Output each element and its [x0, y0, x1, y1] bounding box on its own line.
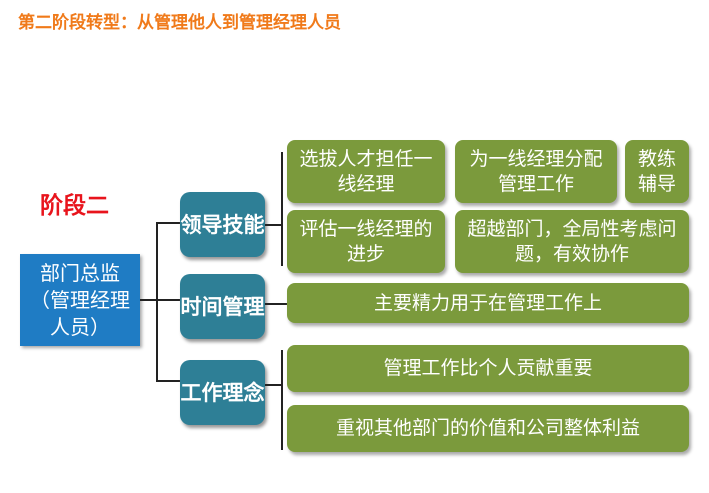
- connector: [265, 303, 287, 305]
- connector: [156, 222, 180, 224]
- item: 教练辅导: [625, 140, 689, 203]
- item: 超越部门，全局性考虑问题，有效协作: [455, 210, 689, 273]
- category-philosophy: 工作理念: [180, 360, 265, 425]
- connector: [265, 384, 281, 386]
- category-time: 时间管理: [180, 274, 265, 339]
- slide-title: 第二阶段转型：从管理他人到管理经理人员: [18, 13, 341, 33]
- stage-label: 阶段二: [40, 193, 109, 219]
- item: 重视其他部门的价值和公司整体利益: [287, 405, 689, 452]
- connector: [156, 380, 180, 382]
- connector: [281, 152, 283, 266]
- connector: [140, 299, 157, 301]
- item: 管理工作比个人贡献重要: [287, 345, 689, 392]
- item: 主要精力用于在管理工作上: [287, 283, 689, 323]
- item: 选拔人才担任一线经理: [287, 140, 445, 203]
- connector: [281, 350, 283, 450]
- connector: [265, 224, 281, 226]
- connector: [156, 299, 180, 301]
- connector: [156, 222, 158, 382]
- category-leadership: 领导技能: [180, 192, 265, 257]
- item: 评估一线经理的进步: [287, 210, 445, 273]
- item: 为一线经理分配管理工作: [455, 140, 617, 203]
- root-node: 部门总监（管理经理人员）: [20, 254, 140, 346]
